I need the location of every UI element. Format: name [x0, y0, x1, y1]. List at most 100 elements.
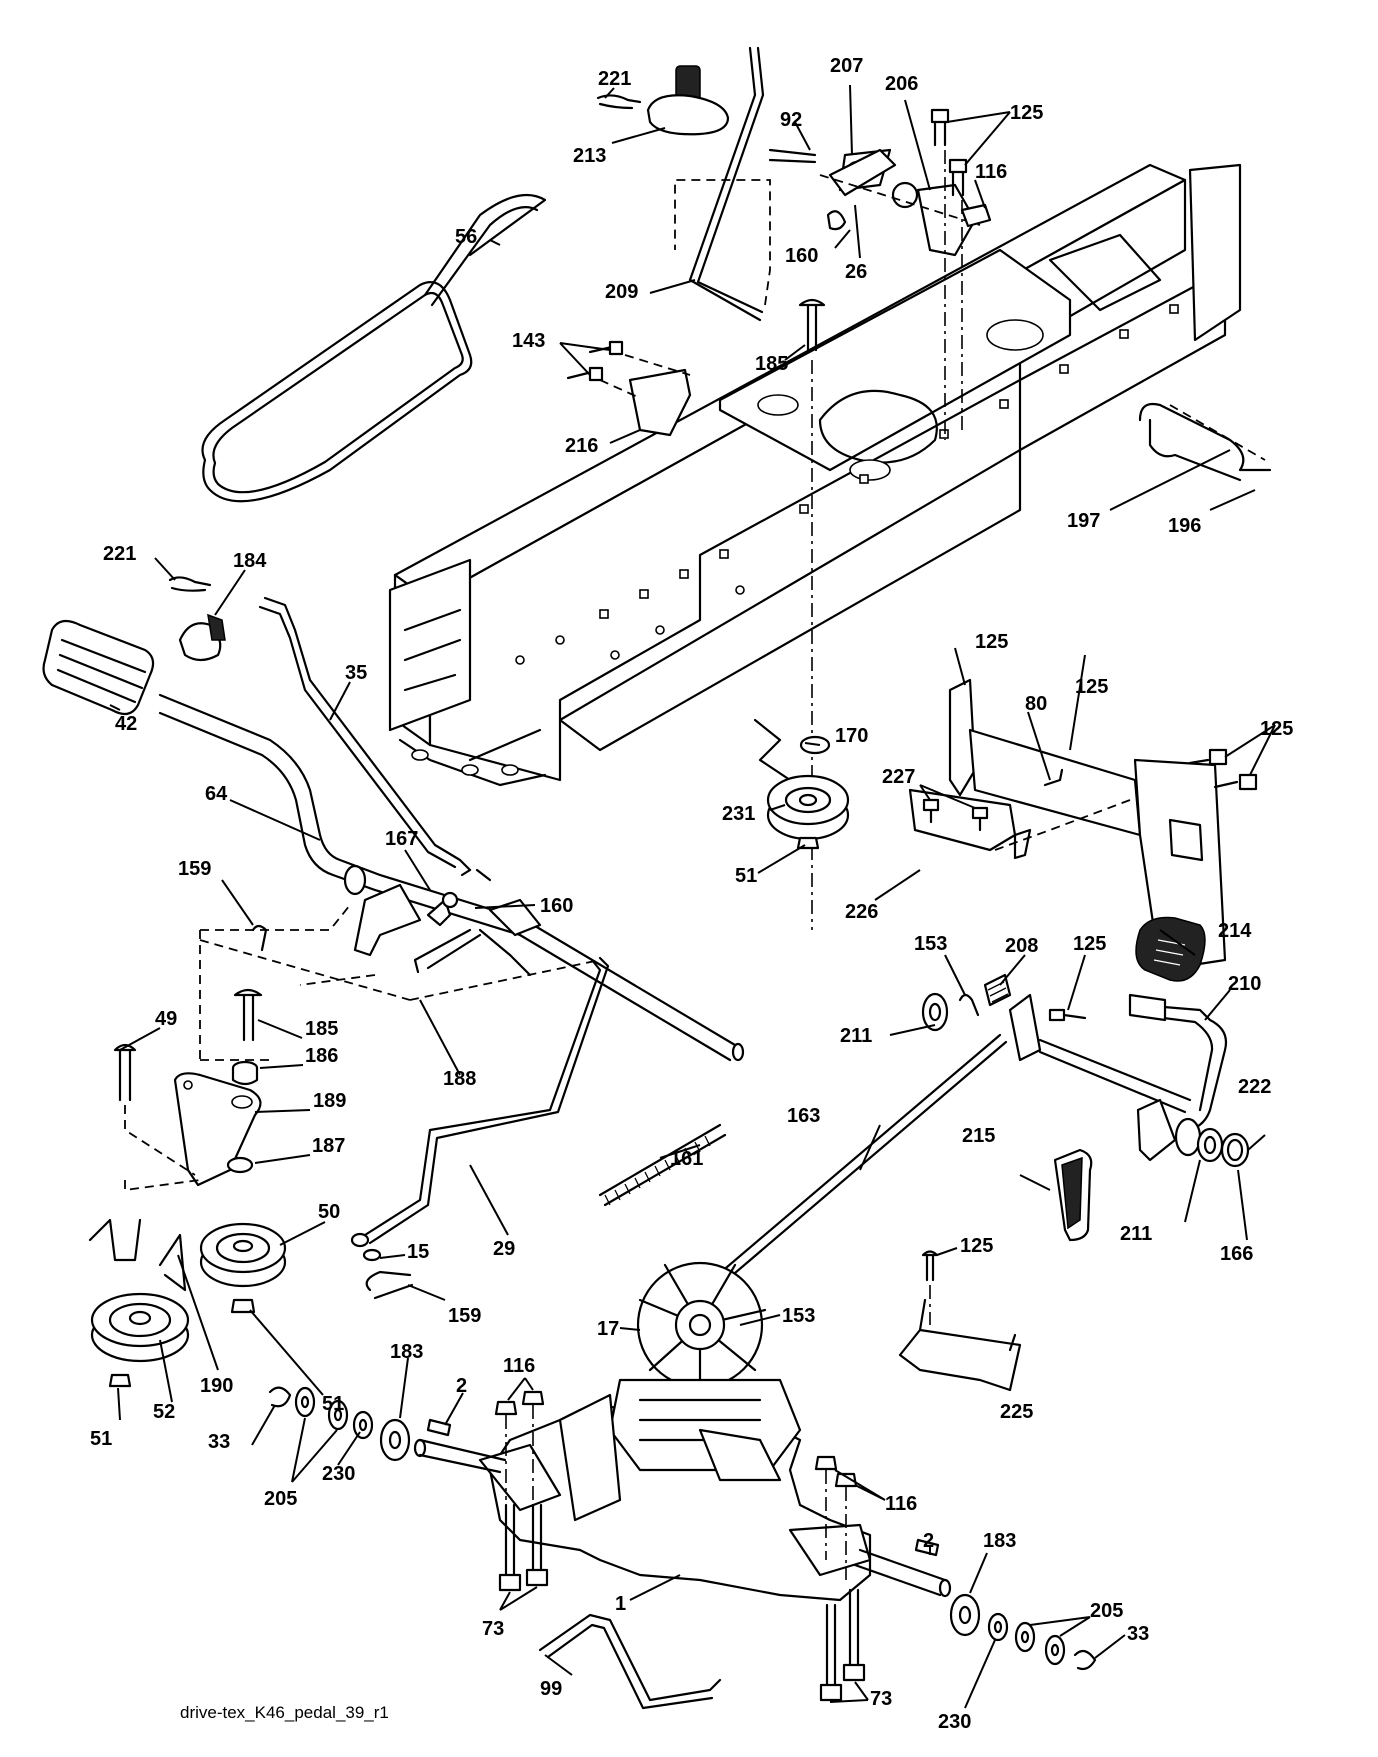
callout-2-right: 2	[923, 1530, 934, 1552]
callout-225: 225	[1000, 1401, 1033, 1423]
callout-183-left: 183	[390, 1341, 423, 1363]
callout-186: 186	[305, 1045, 338, 1067]
frame-holes	[515, 304, 1179, 665]
callout-159-mid: 159	[178, 858, 211, 880]
callout-29: 29	[493, 1238, 515, 1260]
callout-33-left: 33	[208, 1431, 230, 1453]
callout-1: 1	[615, 1593, 626, 1615]
callout-210: 210	[1228, 973, 1261, 995]
callout-209: 209	[605, 281, 638, 303]
pedal-assembly	[921, 916, 1250, 1242]
callout-160-mid: 160	[540, 895, 573, 917]
callout-143: 143	[512, 330, 545, 352]
callout-125-pedal: 125	[1073, 933, 1106, 955]
callout-153-low: 153	[782, 1305, 815, 1327]
callout-2-left: 2	[456, 1375, 467, 1397]
knob-184-clip-221	[168, 576, 226, 662]
frame-assembly	[388, 163, 1272, 787]
callout-207: 207	[830, 55, 863, 77]
callout-125-top: 125	[1010, 102, 1043, 124]
callout-33-right: 33	[1127, 1623, 1149, 1645]
callout-196: 196	[1168, 515, 1201, 537]
callout-166: 166	[1220, 1243, 1253, 1265]
callout-213: 213	[573, 145, 606, 167]
callout-42: 42	[115, 713, 137, 735]
callout-49: 49	[155, 1008, 177, 1030]
callout-163: 163	[787, 1105, 820, 1127]
rod-35	[258, 596, 472, 872]
callout-116-transaxle-left: 116	[503, 1355, 535, 1377]
leader-lines	[109, 84, 1276, 1709]
callout-208: 208	[1005, 935, 1038, 957]
callout-99: 99	[540, 1678, 562, 1700]
callout-222: 222	[1238, 1076, 1271, 1098]
callout-184: 184	[233, 550, 267, 572]
callout-116-top: 116	[975, 161, 1007, 183]
callout-15: 15	[407, 1241, 429, 1263]
callout-167: 167	[385, 828, 418, 850]
callout-226: 226	[845, 901, 878, 923]
callout-50: 50	[318, 1201, 340, 1223]
drive-belt-56	[201, 193, 547, 503]
callout-159-low: 159	[448, 1305, 481, 1327]
callout-17: 17	[597, 1318, 619, 1340]
callout-125-80c: 125	[1260, 718, 1293, 740]
callout-52: 52	[153, 1401, 175, 1423]
callout-51-pulley52: 51	[90, 1428, 112, 1450]
lever-bracket-assembly	[199, 868, 610, 1248]
callout-73-left: 73	[482, 1618, 504, 1640]
link-bracket-207-206	[768, 148, 981, 257]
callout-153-pedal: 153	[914, 933, 947, 955]
callout-187: 187	[312, 1135, 345, 1157]
callout-197: 197	[1067, 510, 1100, 532]
callout-205-right: 205	[1090, 1600, 1123, 1622]
callout-211-right: 211	[1120, 1223, 1152, 1245]
transaxle-1	[413, 1261, 952, 1702]
callout-205-left: 205	[264, 1488, 297, 1510]
callout-215: 215	[962, 1125, 995, 1147]
callout-230-left: 230	[322, 1463, 355, 1485]
callout-160-top: 160	[785, 245, 818, 267]
callout-161: 161	[670, 1148, 703, 1170]
bracket-216-143	[566, 340, 692, 437]
pulley-stack-left	[88, 988, 287, 1388]
callout-216: 216	[565, 435, 598, 457]
callout-125-bracket225: 125	[960, 1235, 993, 1257]
callout-35: 35	[345, 662, 367, 684]
callout-numbers: 221 213 207 92 206 125 116 56 160 26 209…	[90, 55, 1293, 1733]
callout-231: 231	[722, 803, 755, 825]
callout-51-pulley50: 51	[322, 1393, 344, 1415]
callout-188: 188	[443, 1068, 476, 1090]
diagram-code-caption: drive-tex_K46_pedal_39_r1	[180, 1703, 389, 1722]
bolts-125-116-top	[930, 108, 992, 440]
rod-99	[538, 1613, 722, 1710]
callout-51-pulley231: 51	[735, 865, 757, 887]
callout-73-right: 73	[870, 1688, 892, 1710]
callout-189: 189	[313, 1090, 346, 1112]
callout-206: 206	[885, 73, 918, 95]
bracket-225	[898, 1250, 1022, 1392]
callout-211-left: 211	[840, 1025, 872, 1047]
callout-170: 170	[835, 725, 868, 747]
callout-185-mid: 185	[305, 1018, 338, 1040]
callout-116-transaxle-right: 116	[885, 1493, 917, 1515]
knob-213-and-clip-221	[596, 65, 730, 136]
lift-lever-209	[674, 46, 771, 322]
callout-64: 64	[205, 783, 228, 805]
bracket-80	[908, 678, 1258, 972]
callout-125-80b: 125	[1075, 676, 1108, 698]
callout-214: 214	[1218, 920, 1252, 942]
bolt-185-top	[798, 298, 826, 930]
callout-221-mid: 221	[103, 543, 136, 565]
callout-56: 56	[455, 226, 477, 248]
callout-185-top: 185	[755, 353, 788, 375]
callout-183-right: 183	[983, 1530, 1016, 1552]
rod-163	[693, 1033, 1008, 1307]
axle-stack-right	[914, 1538, 1097, 1671]
axle-stack-left	[268, 1386, 452, 1462]
callout-230-right: 230	[938, 1711, 971, 1733]
callout-190: 190	[200, 1375, 233, 1397]
callout-92: 92	[780, 109, 802, 131]
callout-26: 26	[845, 261, 867, 283]
